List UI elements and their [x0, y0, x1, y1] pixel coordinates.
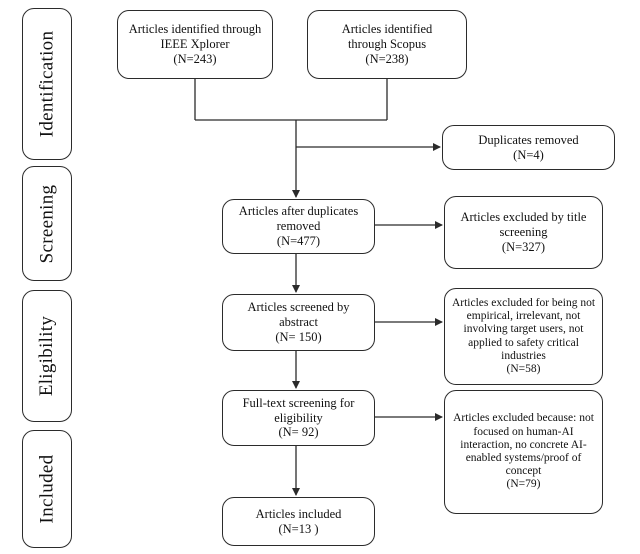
box-duplicates-removed: Duplicates removed (N=4): [442, 125, 615, 170]
box-excluded-title-text: Articles excluded by title screening: [460, 210, 587, 240]
box-duplicates-removed-text: Duplicates removed: [478, 132, 579, 147]
phase-included-label: Included: [36, 454, 57, 524]
box-after-duplicates-text: Articles after duplicates removed: [238, 204, 359, 234]
phase-included: Included: [22, 430, 72, 548]
box-screened-abstract: Articles screened by abstract (N= 150): [222, 294, 375, 351]
box-screened-abstract-text: Articles screened by abstract: [247, 300, 350, 330]
box-excluded-title-count: (N=327): [501, 239, 546, 254]
box-ieee-text: Articles identified through IEEE Xplorer: [128, 22, 262, 52]
phase-screening-label: Screening: [36, 184, 57, 263]
box-excluded-abstract-text: Articles excluded for being not empirica…: [451, 296, 596, 362]
box-after-duplicates-count: (N=477): [276, 233, 321, 248]
phase-identification: Identification: [22, 8, 72, 160]
phase-eligibility: Eligibility: [22, 290, 72, 422]
box-included-text: Articles included: [255, 506, 342, 521]
box-excluded-abstract-count: (N=58): [506, 362, 541, 375]
box-fulltext-screening: Full-text screening for eligibility (N= …: [222, 390, 375, 446]
phase-identification-label: Identification: [36, 30, 57, 138]
box-scopus-text: Articles identified through Scopus: [341, 22, 433, 52]
box-included-count: (N=13 ): [278, 521, 319, 536]
box-excluded-abstract: Articles excluded for being not empirica…: [444, 288, 603, 385]
phase-screening: Screening: [22, 166, 72, 281]
box-fulltext-count: (N= 92): [278, 425, 319, 440]
box-scopus-count: (N=238): [365, 51, 409, 66]
box-after-duplicates: Articles after duplicates removed (N=477…: [222, 199, 375, 254]
box-excluded-fulltext: Articles excluded because: not focused o…: [444, 390, 603, 514]
box-ieee-xplorer: Articles identified through IEEE Xplorer…: [117, 10, 273, 79]
box-excluded-fulltext-text: Articles excluded because: not focused o…: [453, 412, 594, 478]
box-excluded-title: Articles excluded by title screening (N=…: [444, 196, 603, 269]
box-ieee-count: (N=243): [173, 51, 217, 66]
box-duplicates-removed-count: (N=4): [513, 147, 544, 162]
box-excluded-fulltext-count: (N=79): [506, 478, 541, 491]
box-articles-included: Articles included (N=13 ): [222, 497, 375, 546]
box-screened-abstract-count: (N= 150): [275, 329, 322, 344]
box-scopus: Articles identified through Scopus (N=23…: [307, 10, 467, 79]
phase-eligibility-label: Eligibility: [36, 315, 58, 397]
box-fulltext-text: Full-text screening for eligibility: [242, 395, 355, 425]
